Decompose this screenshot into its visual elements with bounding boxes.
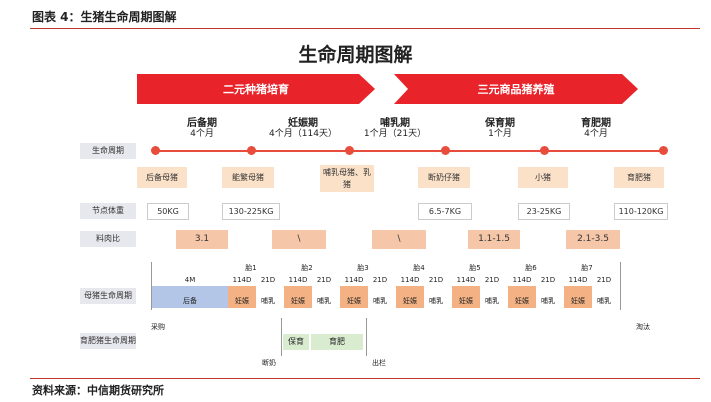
nursery-segment: 保育 [283, 334, 309, 350]
banner-commercial: 三元商品猪养殖 [394, 74, 638, 104]
finisher-end-line [366, 318, 367, 356]
reserve-segment: 后备 [152, 286, 228, 308]
feed-ratio: 3.1 [176, 230, 228, 249]
pregnant-days: 114D [512, 276, 532, 284]
litter-label: 胎6 [525, 264, 537, 272]
pregnant-segment: 妊娠 [452, 286, 480, 308]
stage-duration: 4个月 [584, 129, 608, 139]
figure-title: 图表 4：生猪生命周期图解 [32, 10, 177, 24]
nursing-days: 21D [260, 276, 276, 284]
row-label-feed-ratio: 料肉比 [80, 231, 136, 247]
stage-name: 哺乳期 [380, 118, 410, 129]
litter-label: 胎1 [245, 264, 257, 272]
stage-name: 后备期 [187, 118, 217, 129]
timeline-dot [659, 146, 668, 155]
sow-cycle-start-line [151, 262, 152, 310]
pregnant-days: 114D [232, 276, 252, 284]
litter-label: 胎4 [413, 264, 425, 272]
finisher-end-label: 出栏 [372, 359, 386, 367]
source-note: 资料来源：中信期货研究所 [32, 384, 164, 397]
nursing-segment: 哺乳 [480, 286, 504, 308]
stage-name: 保育期 [485, 118, 515, 129]
row-label-life-cycle: 生命周期 [80, 143, 136, 159]
weight-value: 6.5-7KG [418, 203, 472, 220]
nursing-days: 21D [484, 276, 500, 284]
timeline-dot [441, 146, 450, 155]
weight-value: 130-225KG [222, 203, 280, 220]
stage-duration: 4个月（114天） [269, 129, 337, 139]
banner-commercial-label: 三元商品猪养殖 [477, 83, 555, 96]
pregnant-segment: 妊娠 [284, 286, 312, 308]
banner-breeding-label: 二元种猪培育 [223, 83, 289, 96]
sow-start-label: 采购 [151, 323, 165, 331]
pregnant-segment: 妊娠 [228, 286, 256, 308]
sow-first-label: 4M [184, 276, 196, 284]
top-divider [30, 28, 700, 29]
sow-cycle-end-line [620, 262, 621, 310]
litter-label: 胎2 [301, 264, 313, 272]
timeline-dot [151, 146, 160, 155]
stage-duration: 1个月 [488, 129, 512, 139]
weight-value: 110-120KG [614, 203, 668, 220]
pregnant-segment: 妊娠 [564, 286, 592, 308]
weight-value: 50KG [147, 203, 189, 220]
nursing-days: 21D [316, 276, 332, 284]
finisher-start-label: 断奶 [262, 359, 276, 367]
pregnant-days: 114D [288, 276, 308, 284]
feed-ratio: 1.1-1.5 [468, 230, 520, 249]
nursing-days: 21D [540, 276, 556, 284]
timeline-dot [247, 146, 256, 155]
litter-label: 胎3 [357, 264, 369, 272]
pregnant-days: 114D [568, 276, 588, 284]
sow-end-label: 淘汰 [636, 323, 650, 331]
litter-label: 胎5 [469, 264, 481, 272]
stage-name: 育肥期 [581, 118, 611, 129]
banner-breeding: 二元种猪培育 [137, 74, 375, 104]
nursing-segment: 哺乳 [312, 286, 336, 308]
weight-value: 23-25KG [518, 203, 570, 220]
stage-duration: 1个月（21天） [363, 129, 427, 139]
stage-duration: 4个月 [190, 129, 214, 139]
node-pig: 能繁母猪 [222, 167, 274, 188]
pregnant-days: 114D [400, 276, 420, 284]
stage-name: 妊娠期 [288, 118, 318, 129]
feed-ratio: \ [272, 230, 326, 249]
finisher-start-line [281, 318, 282, 356]
bottom-divider [30, 378, 700, 379]
nursing-days: 21D [372, 276, 388, 284]
pregnant-segment: 妊娠 [340, 286, 368, 308]
nursing-segment: 哺乳 [536, 286, 560, 308]
nursing-days: 21D [596, 276, 612, 284]
litter-label: 胎7 [581, 264, 593, 272]
row-label-finisher-cycle: 育肥猪生命周期 [80, 333, 136, 349]
pregnant-days: 114D [456, 276, 476, 284]
row-label-node-weight: 节点体重 [80, 203, 136, 219]
feed-ratio: 2.1-3.5 [566, 230, 620, 249]
node-pig: 后备母猪 [137, 167, 187, 188]
nursing-segment: 哺乳 [368, 286, 392, 308]
pregnant-segment: 妊娠 [396, 286, 424, 308]
node-pig: 断奶仔猪 [418, 167, 470, 188]
diagram-title: 生命周期图解 [298, 44, 413, 66]
timeline-dot [540, 146, 549, 155]
feed-ratio: \ [372, 230, 426, 249]
nursing-days: 21D [428, 276, 444, 284]
node-pig: 育肥猪 [614, 167, 664, 188]
life-cycle-timeline [155, 150, 665, 152]
timeline-dot [345, 146, 354, 155]
node-pig: 哺乳母猪、乳猪 [320, 165, 374, 192]
nursing-segment: 哺乳 [256, 286, 280, 308]
fattening-segment: 育肥 [311, 334, 363, 350]
pregnant-segment: 妊娠 [508, 286, 536, 308]
nursing-segment: 哺乳 [424, 286, 448, 308]
row-label-sow-cycle: 母猪生命周期 [80, 288, 136, 304]
pregnant-days: 114D [344, 276, 364, 284]
nursing-segment: 哺乳 [592, 286, 616, 308]
node-pig: 小猪 [518, 167, 568, 188]
